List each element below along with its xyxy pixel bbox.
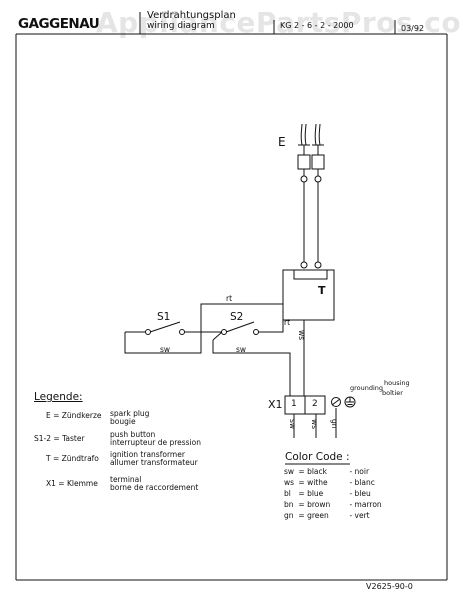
document-number: V2625-90-0: [366, 582, 413, 591]
transformer-connector: [293, 269, 328, 280]
wire-label-rt-right: rt: [284, 318, 291, 327]
switch-s1: [125, 321, 201, 335]
grounding-icon: [331, 397, 341, 407]
wire-rt-top: [200, 303, 283, 332]
housing-ground-icon: [344, 396, 356, 408]
legend-desc-t-en: ignition transformer: [110, 450, 185, 459]
ignition-transformer-box: [282, 269, 335, 321]
color-code-row: bn = brown - marron: [284, 500, 382, 509]
legend-code-t: T = Zündtrafo: [46, 454, 99, 463]
color-code-row: gn = green - vert: [284, 511, 370, 520]
legend-desc-s-fr: interrupteur de pression: [110, 438, 202, 447]
legend-code-x1: X1 = Klemme: [46, 479, 98, 488]
color-code-title: Color Code :: [285, 451, 350, 463]
legend-desc-x1-fr: borne de raccordement: [110, 483, 199, 492]
grounding-label: grounding: [350, 384, 384, 392]
legend-desc-e-fr: bougie: [110, 417, 136, 426]
label-e: E: [278, 135, 286, 149]
label-t: T: [318, 284, 326, 297]
terminal-pin-2: 2: [312, 399, 318, 409]
title-line-3: KG 2 - 6 - 2 - 2000: [280, 21, 354, 30]
label-s2: S2: [230, 311, 244, 323]
switch-s2: [201, 321, 260, 335]
legend-code-s: S1-2 = Taster: [34, 434, 85, 443]
legend-desc-x1-en: terminal: [110, 475, 142, 484]
wire-label-rt-top: rt: [226, 294, 233, 303]
terminal-pin-1: 1: [291, 399, 297, 409]
title-line-1: Verdrahtungsplan: [147, 10, 236, 21]
legend-code-e: E = Zündkerze: [46, 411, 102, 420]
legend-desc-t-fr: allumer transformateur: [110, 458, 198, 467]
terminal-wire-gn: gn: [330, 419, 339, 429]
color-code-row: ws = withe - blanc: [284, 478, 375, 487]
label-s1: S1: [157, 311, 171, 323]
housing-label: housing: [384, 379, 410, 387]
title-line-2: wiring diagram: [147, 21, 215, 31]
boitier-label: boîtier: [382, 389, 403, 397]
brand-logo: GAGGENAU: [18, 16, 100, 32]
label-x1: X1: [268, 398, 283, 411]
terminal-wire-ws: ws: [310, 419, 319, 430]
color-code-row: sw = black - noir: [284, 467, 370, 476]
wire-sw-left: [124, 332, 202, 354]
legend-desc-s-en: push button: [110, 430, 156, 439]
legend-desc-e-en: spark plug: [110, 409, 150, 418]
wire-label-sw-right: sw: [236, 345, 247, 354]
wire-sw-right: [212, 340, 291, 396]
revision-date: 03/92: [401, 24, 425, 33]
color-code-row: bl = blue - bleu: [284, 489, 371, 498]
wire-rt-right: [260, 320, 284, 333]
legend-title: Legende:: [34, 391, 83, 403]
wire-label-ws: ws: [297, 330, 306, 341]
terminal-wire-sw: sw: [288, 419, 297, 430]
spark-plug-left: [297, 123, 311, 183]
spark-plug-right: [311, 123, 325, 183]
wire-label-sw-left: sw: [160, 345, 171, 354]
